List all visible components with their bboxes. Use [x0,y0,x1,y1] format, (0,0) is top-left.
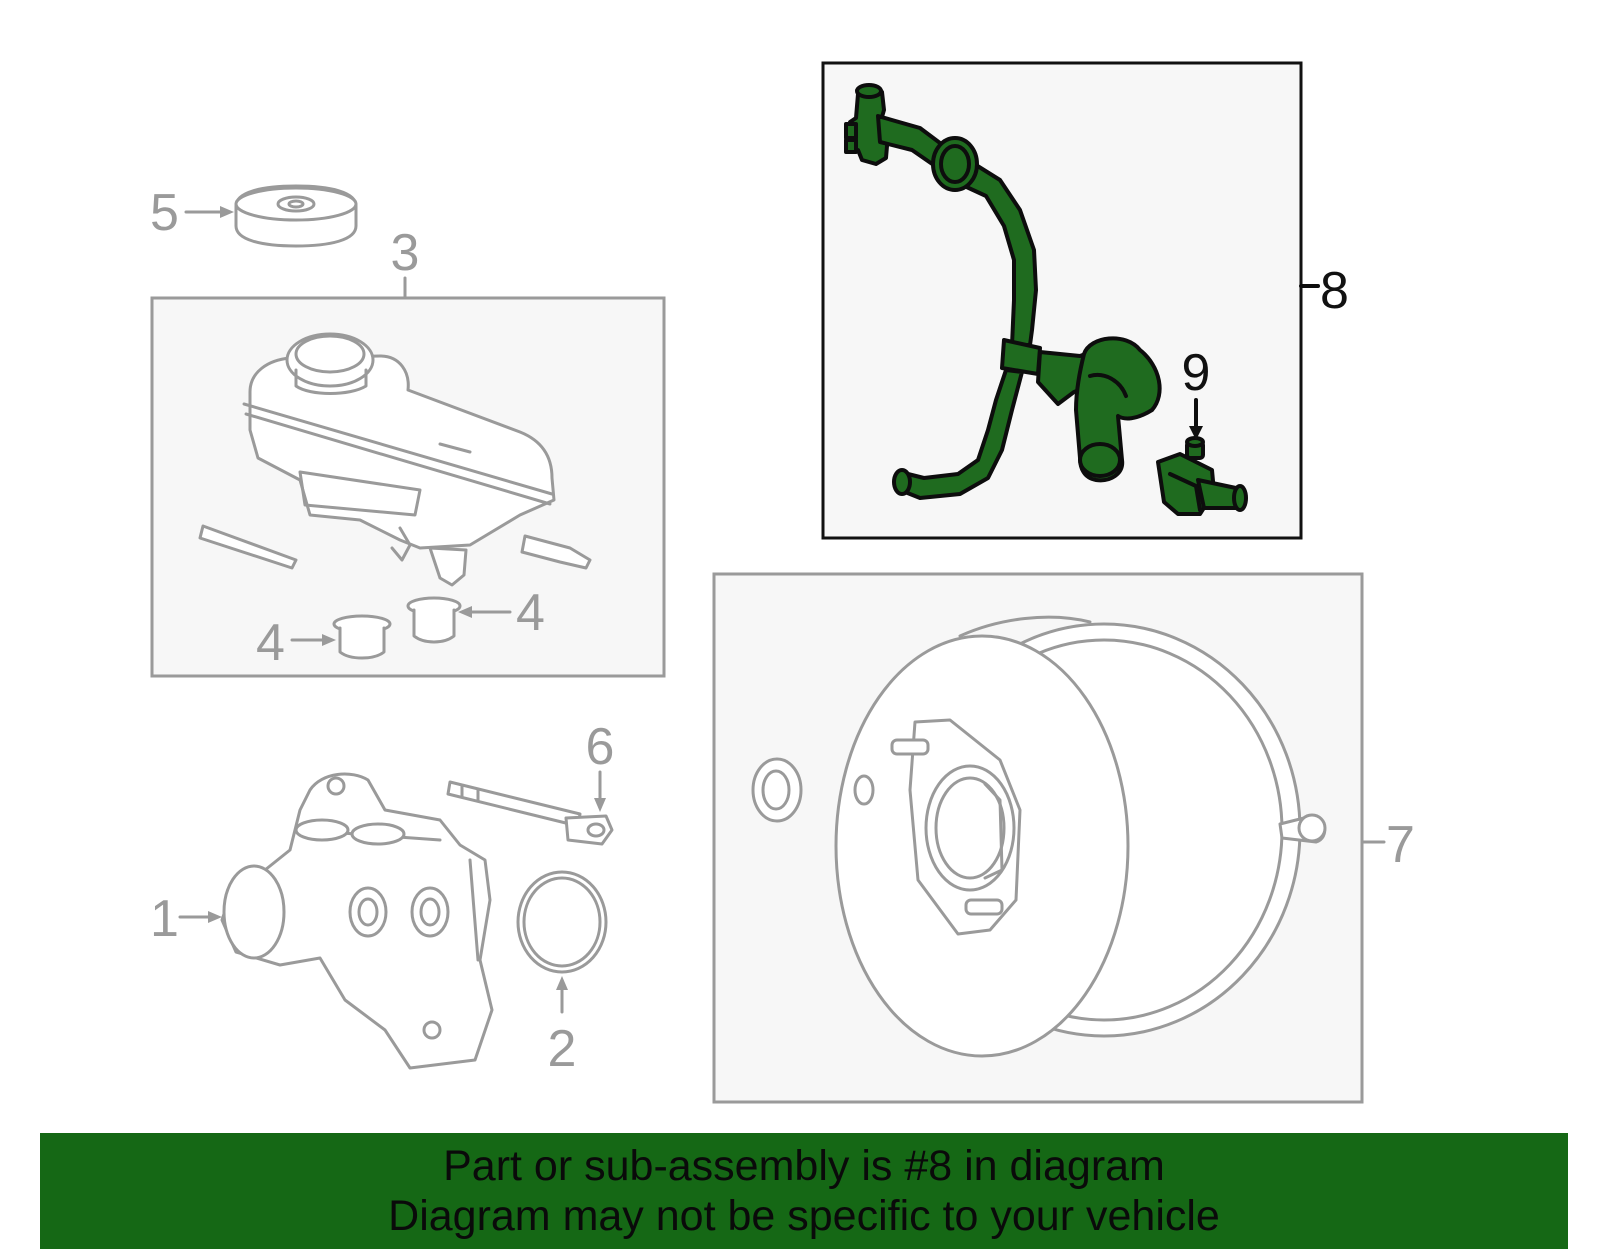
master-cylinder[interactable] [220,772,494,1070]
callout-1[interactable]: 1 [150,890,179,948]
reservoir-seal-left[interactable] [332,614,392,660]
vacuum-check-valve[interactable] [1156,436,1248,516]
callout-8[interactable]: 8 [1320,262,1349,320]
banner-line-part-number: Part or sub-assembly is #8 in diagram [443,1142,1165,1190]
callout-7[interactable]: 7 [1386,816,1415,874]
brake-booster[interactable] [834,615,1327,1058]
fluid-level-sensor[interactable] [446,780,614,846]
callout-4-left[interactable]: 4 [256,614,285,672]
reservoir-seal-right[interactable] [406,596,462,644]
master-cylinder-o-ring[interactable] [516,870,608,974]
banner-line-disclaimer: Diagram may not be specific to your vehi… [388,1192,1220,1240]
callout-5[interactable]: 5 [150,184,179,242]
callout-3[interactable]: 3 [391,224,420,282]
callout-2[interactable]: 2 [548,1020,577,1078]
brake-fluid-reservoir[interactable] [198,332,592,587]
callout-4-right[interactable]: 4 [516,584,545,642]
info-banner-background [40,1133,1568,1249]
vacuum-hose[interactable] [844,83,1162,500]
callout-6[interactable]: 6 [586,718,615,776]
callout-9[interactable]: 9 [1182,344,1211,402]
info-banner: Part or sub-assembly is #8 in diagram Di… [40,1133,1568,1249]
booster-grommet[interactable] [751,757,803,823]
reservoir-cap[interactable] [234,184,358,248]
